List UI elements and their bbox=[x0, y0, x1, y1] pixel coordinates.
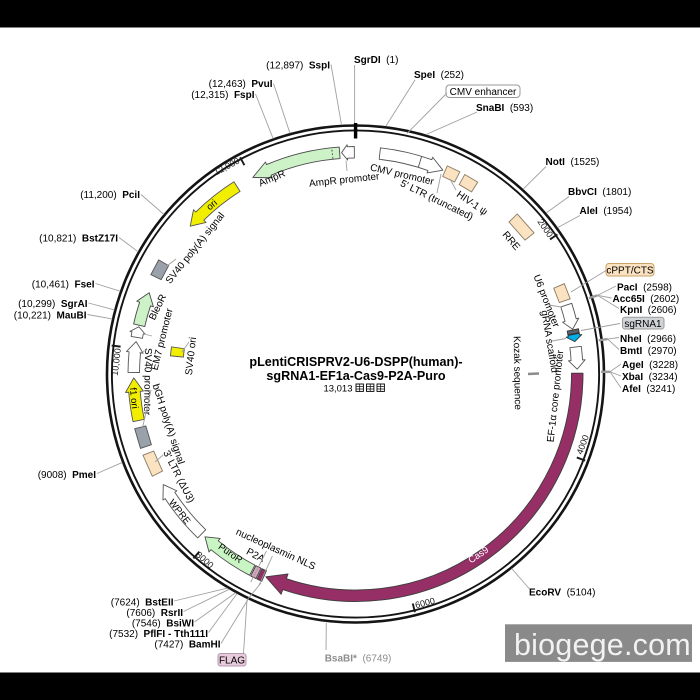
svg-text:(10,821)BstZ17I: (10,821)BstZ17I bbox=[39, 234, 118, 245]
svg-text:(10,461)FseI: (10,461)FseI bbox=[32, 280, 95, 291]
svg-text:(11,200)PciI: (11,200)PciI bbox=[80, 190, 140, 201]
svg-text:EcoRV(5104): EcoRV(5104) bbox=[529, 588, 595, 599]
svg-text:cPPT/CTS: cPPT/CTS bbox=[606, 266, 654, 277]
svg-text:(12,463)PvuI: (12,463)PvuI bbox=[209, 79, 273, 90]
svg-text:10,000: 10,000 bbox=[110, 348, 123, 377]
svg-text:(7606)RsrII: (7606)RsrII bbox=[126, 608, 183, 619]
svg-text:(7427)BamHI: (7427)BamHI bbox=[154, 640, 220, 651]
svg-text:(9008)PmeI: (9008)PmeI bbox=[38, 470, 97, 481]
svg-text:FLAG: FLAG bbox=[219, 656, 245, 667]
svg-text:AfeI(3241): AfeI(3241) bbox=[622, 384, 675, 395]
svg-text:SV40 promoter: SV40 promoter bbox=[141, 348, 153, 416]
svg-text:sgRNA1-EF1a-Cas9-P2A-Puro: sgRNA1-EF1a-Cas9-P2A-Puro bbox=[266, 369, 445, 383]
svg-text:BsaBI*(6749): BsaBI*(6749) bbox=[325, 654, 392, 665]
svg-text:AleI(1954): AleI(1954) bbox=[580, 206, 633, 217]
svg-text:Kozak sequence: Kozak sequence bbox=[511, 336, 523, 411]
svg-text:6000: 6000 bbox=[414, 596, 436, 611]
svg-text:AmpR promoter: AmpR promoter bbox=[309, 171, 381, 189]
svg-text:(7546)BsiWI: (7546)BsiWI bbox=[132, 619, 194, 630]
svg-text:(10,299)SgrAI: (10,299)SgrAI bbox=[18, 299, 88, 310]
svg-text:PacI(2598): PacI(2598) bbox=[617, 283, 672, 294]
svg-text:BmtI(2970): BmtI(2970) bbox=[620, 346, 677, 357]
svg-text:Acc65I(2602): Acc65I(2602) bbox=[613, 294, 680, 305]
svg-text:(7624)BstEII: (7624)BstEII bbox=[111, 598, 174, 609]
svg-text:XbaI(3234): XbaI(3234) bbox=[622, 372, 678, 383]
svg-text:13,013: 13,013 bbox=[323, 384, 352, 395]
svg-text:CMV enhancer: CMV enhancer bbox=[450, 87, 517, 98]
svg-text:KpnI(2606): KpnI(2606) bbox=[620, 305, 677, 316]
svg-text:(7532)PflFI - Tth111I: (7532)PflFI - Tth111I bbox=[109, 629, 208, 640]
svg-text:SpeI(252): SpeI(252) bbox=[414, 70, 464, 81]
svg-text:pLentiCRISPRV2-U6-DSPP(human)-: pLentiCRISPRV2-U6-DSPP(human)- bbox=[249, 355, 462, 369]
svg-text:SV40 ori: SV40 ori bbox=[184, 337, 199, 376]
svg-text:(12,897)SspI: (12,897)SspI bbox=[266, 61, 330, 72]
svg-text:(10,221)MauBI: (10,221)MauBI bbox=[14, 311, 87, 322]
svg-text:SnaBI(593): SnaBI(593) bbox=[476, 103, 533, 114]
svg-text:NotI(1525): NotI(1525) bbox=[546, 157, 600, 168]
svg-text:AgeI(3228): AgeI(3228) bbox=[622, 360, 678, 371]
svg-text:sgRNA1: sgRNA1 bbox=[624, 319, 662, 330]
svg-text:NheI(2966): NheI(2966) bbox=[620, 334, 676, 345]
svg-text:12,000: 12,000 bbox=[212, 156, 241, 178]
svg-text:(12,315)FspI: (12,315)FspI bbox=[191, 90, 255, 101]
svg-text:f1 ori: f1 ori bbox=[127, 387, 140, 409]
svg-text:biogege.com: biogege.com bbox=[514, 628, 691, 662]
svg-text:SgrDI(1): SgrDI(1) bbox=[354, 55, 398, 66]
svg-text:BbvCI(1801): BbvCI(1801) bbox=[568, 187, 631, 198]
